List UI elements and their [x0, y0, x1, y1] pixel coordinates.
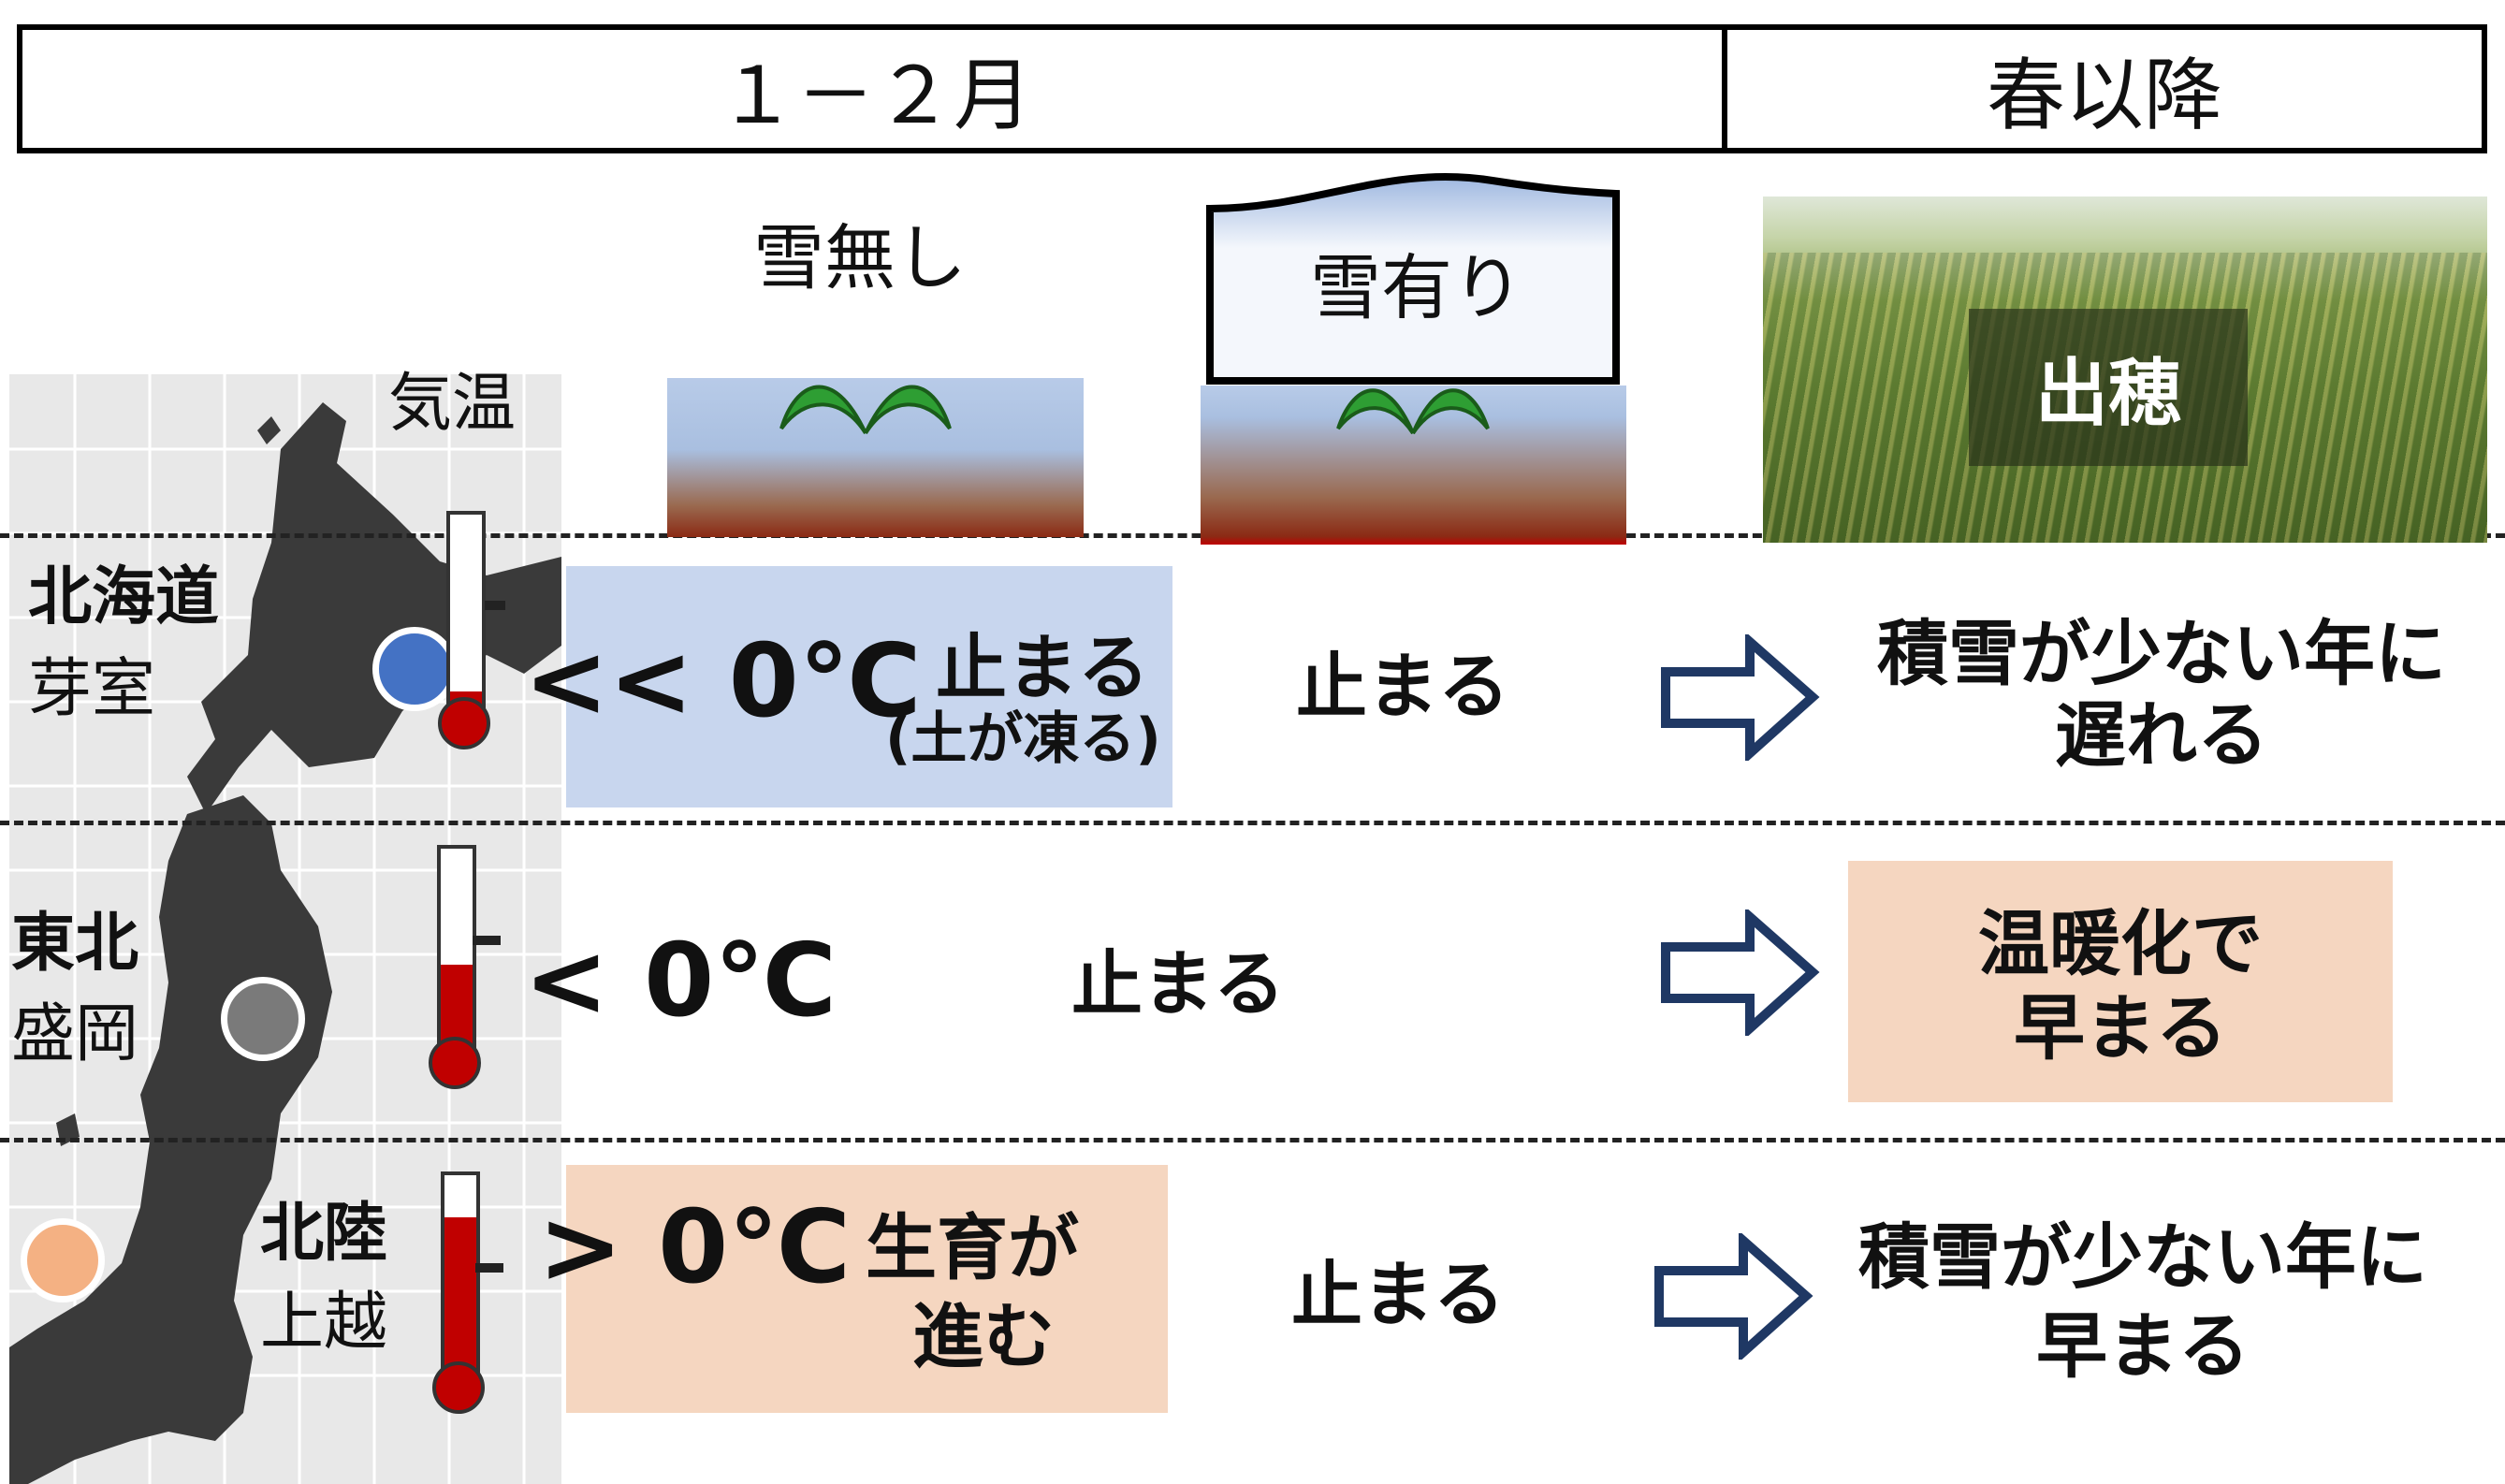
temp-value-hokkaido: << 0℃	[524, 623, 922, 740]
sprout-icon	[1336, 388, 1490, 435]
header-period-jan-feb: １－２月	[17, 24, 1727, 153]
growth-tohoku: 止まる	[1071, 942, 1285, 1026]
outcome-hokuriku-line2: 早まる	[2036, 1304, 2250, 1388]
soil-snow	[1201, 386, 1626, 545]
growth-no-snow-hokuriku-line1: 生育が	[866, 1206, 1079, 1289]
highlight-box-hokuriku	[566, 1165, 1168, 1413]
city-label-memuro: 芽室	[28, 652, 156, 726]
location-dot	[221, 977, 305, 1061]
note-soil-freezes: (土が凍る)	[885, 706, 1161, 772]
heading-label-box: 出穂	[1969, 309, 2248, 466]
outcome-hokuriku-line1: 積雪が少ない年に	[1858, 1215, 2427, 1299]
city-label-joetsu: 上越	[260, 1286, 388, 1360]
soil-no-snow	[667, 378, 1084, 537]
heading-label: 出穂	[2034, 352, 2181, 436]
header-period1-label: １－２月	[717, 49, 1032, 141]
thermometer-icon	[446, 511, 486, 720]
outcome-hokkaido-line1: 積雪が少ない年に	[1877, 612, 2446, 695]
temperature-label: 気温	[388, 367, 517, 441]
location-dot	[372, 627, 457, 711]
growth-no-snow-hokkaido: 止まる	[936, 626, 1149, 709]
outcome-tohoku-line2: 早まる	[2014, 986, 2227, 1069]
growth-no-snow-hokuriku-line2: 進む	[912, 1295, 1055, 1378]
growth-snow-hokkaido: 止まる	[1296, 645, 1509, 728]
region-label-tohoku: 東北	[11, 907, 139, 981]
heading-photo: 出穂	[1763, 196, 2487, 543]
highlight-box-hokkaido	[566, 566, 1172, 807]
header-period2-label: 春以降	[1986, 49, 2222, 141]
scenario-no-snow-label: 雪無し	[753, 216, 967, 299]
outcome-hokkaido-line2: 遅れる	[2055, 693, 2268, 777]
header-period-spring: 春以降	[1722, 24, 2487, 153]
outcome-tohoku-line1: 温暖化で	[1978, 902, 2263, 985]
city-label-morioka: 盛岡	[11, 997, 139, 1071]
arrow-right-icon	[1661, 909, 1820, 1036]
thermometer-icon	[441, 1171, 480, 1389]
scenario-snow-label: 雪有り	[1310, 246, 1523, 329]
row-separator	[0, 821, 2505, 825]
arrow-right-icon	[1661, 634, 1820, 761]
highlight-box-tohoku-outcome	[1848, 861, 2393, 1102]
arrow-right-icon	[1654, 1233, 1813, 1360]
temp-value-tohoku: < 0℃	[524, 923, 837, 1040]
thermometer-icon	[437, 845, 476, 1063]
row-separator	[0, 1138, 2505, 1142]
region-label-hokuriku: 北陸	[260, 1197, 388, 1271]
location-dot	[21, 1218, 105, 1302]
region-label-hokkaido: 北海道	[28, 560, 220, 634]
temp-value-hokuriku: > 0℃	[538, 1189, 852, 1306]
growth-snow-hokuriku: 止まる	[1291, 1253, 1505, 1336]
snow-cover-box	[1206, 173, 1620, 385]
sprout-icon	[779, 385, 952, 435]
